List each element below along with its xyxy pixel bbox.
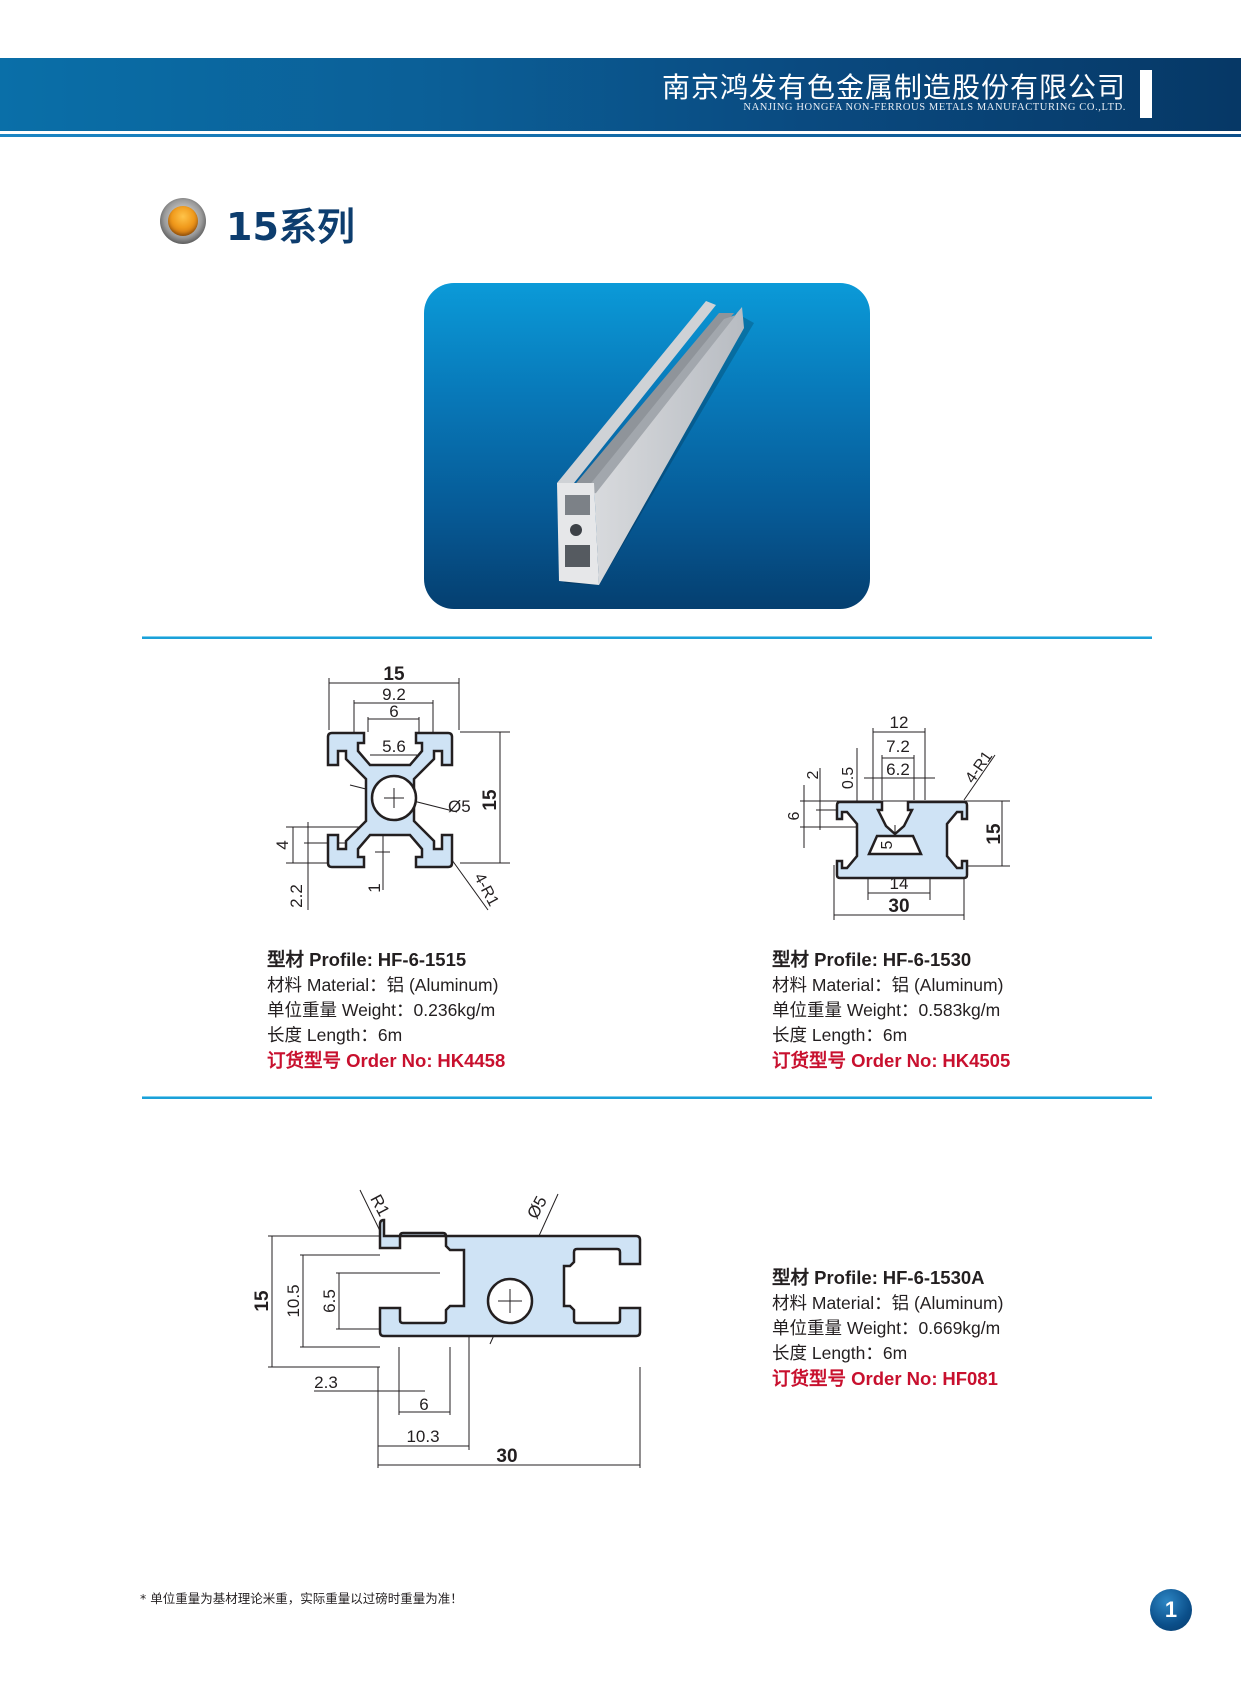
order-value: HK4458 bbox=[437, 1050, 506, 1071]
svg-text:7.2: 7.2 bbox=[886, 737, 910, 756]
section-divider bbox=[142, 636, 1152, 639]
company-name-en: NANJING HONGFA NON-FERROUS METALS MANUFA… bbox=[743, 102, 1126, 113]
svg-text:R1: R1 bbox=[366, 1191, 393, 1219]
spec-block-1530a: 型材 Profile: HF-6-1530A 材料 Material：铝 (Al… bbox=[772, 1265, 1003, 1392]
profile-value: HF-6-1530A bbox=[882, 1267, 985, 1288]
svg-text:6: 6 bbox=[786, 811, 803, 820]
order-label: 订货型号 Order No: bbox=[772, 1050, 938, 1071]
spec-block-1530: 型材 Profile: HF-6-1530 材料 Material：铝 (Alu… bbox=[772, 947, 1010, 1074]
material-value: 铝 (Aluminum) bbox=[891, 1293, 1004, 1313]
header-stripe-accent bbox=[0, 134, 1241, 137]
svg-text:5: 5 bbox=[879, 840, 896, 849]
svg-text:10.3: 10.3 bbox=[406, 1427, 439, 1446]
length-label: 长度 Length： bbox=[772, 1343, 883, 1363]
svg-text:4-R1: 4-R1 bbox=[470, 871, 501, 910]
length-label: 长度 Length： bbox=[267, 1025, 378, 1045]
page-number-badge: 1 bbox=[1150, 1589, 1192, 1631]
svg-text:10.5: 10.5 bbox=[284, 1284, 303, 1317]
profile-label: 型材 Profile: bbox=[267, 949, 373, 970]
svg-text:6: 6 bbox=[389, 702, 398, 721]
svg-text:6.5: 6.5 bbox=[320, 1289, 339, 1313]
length-value: 6m bbox=[882, 1343, 908, 1363]
svg-text:5.6: 5.6 bbox=[382, 737, 406, 756]
svg-text:15: 15 bbox=[984, 823, 1005, 845]
svg-text:4-R1: 4-R1 bbox=[962, 748, 996, 786]
profile-drawing-1515: 15 9.2 6 5.6 Ø5 15 4 2.2 1 4-R1 bbox=[273, 664, 510, 911]
svg-text:6: 6 bbox=[419, 1395, 428, 1414]
length-value: 6m bbox=[882, 1025, 908, 1045]
material-label: 材料 Material： bbox=[772, 975, 892, 995]
svg-text:Ø5: Ø5 bbox=[448, 797, 471, 816]
svg-text:4: 4 bbox=[273, 840, 292, 849]
orange-bullet-icon bbox=[160, 198, 206, 244]
svg-text:15: 15 bbox=[383, 664, 405, 685]
order-label: 订货型号 Order No: bbox=[772, 1368, 938, 1389]
profile-drawing-1530: 12 7.2 6.2 0.5 2 6 5 14 30 15 4-R1 bbox=[786, 713, 1010, 920]
header-band bbox=[0, 58, 1241, 131]
svg-text:2.2: 2.2 bbox=[287, 884, 306, 908]
series-title: 15系列 bbox=[226, 205, 355, 249]
profile-value: HF-6-1515 bbox=[377, 949, 467, 970]
weight-value: 0.583kg/m bbox=[918, 1000, 1001, 1020]
svg-text:12: 12 bbox=[890, 713, 909, 732]
order-value: HF081 bbox=[942, 1368, 998, 1389]
material-value: 铝 (Aluminum) bbox=[386, 975, 499, 995]
svg-text:14: 14 bbox=[890, 874, 909, 893]
weight-footnote: * 单位重量为基材理论米重，实际重量以过磅时重量为准！ bbox=[140, 1591, 463, 1606]
length-value: 6m bbox=[377, 1025, 403, 1045]
weight-label: 单位重量 Weight： bbox=[772, 1318, 919, 1338]
material-label: 材料 Material： bbox=[267, 975, 387, 995]
weight-value: 0.669kg/m bbox=[918, 1318, 1001, 1338]
profile-label: 型材 Profile: bbox=[772, 949, 878, 970]
profile-label: 型材 Profile: bbox=[772, 1267, 878, 1288]
profile-value: HF-6-1530 bbox=[882, 949, 972, 970]
svg-text:6.2: 6.2 bbox=[886, 760, 910, 779]
svg-text:Ø5: Ø5 bbox=[523, 1193, 550, 1222]
material-label: 材料 Material： bbox=[772, 1293, 892, 1313]
svg-text:30: 30 bbox=[888, 896, 909, 917]
weight-label: 单位重量 Weight： bbox=[772, 1000, 919, 1020]
svg-text:15: 15 bbox=[480, 789, 501, 811]
header-stripe bbox=[0, 131, 1241, 134]
header-bar-mark bbox=[1140, 70, 1152, 118]
company-name-cn: 南京鸿发有色金属制造股份有限公司 bbox=[661, 71, 1126, 104]
weight-label: 单位重量 Weight： bbox=[267, 1000, 414, 1020]
aluminum-profile-photo bbox=[424, 283, 870, 609]
order-label: 订货型号 Order No: bbox=[267, 1050, 433, 1071]
svg-text:2: 2 bbox=[805, 770, 822, 779]
svg-text:9.2: 9.2 bbox=[382, 685, 406, 704]
svg-text:15: 15 bbox=[252, 1290, 273, 1312]
svg-text:1: 1 bbox=[365, 883, 384, 892]
order-value: HK4505 bbox=[942, 1050, 1011, 1071]
svg-text:30: 30 bbox=[496, 1446, 517, 1467]
length-label: 长度 Length： bbox=[772, 1025, 883, 1045]
spec-block-1515: 型材 Profile: HF-6-1515 材料 Material：铝 (Alu… bbox=[267, 947, 505, 1074]
svg-text:0.5: 0.5 bbox=[840, 767, 857, 789]
section-divider bbox=[142, 1096, 1152, 1099]
svg-text:2.3: 2.3 bbox=[314, 1373, 338, 1392]
weight-value: 0.236kg/m bbox=[413, 1000, 496, 1020]
material-value: 铝 (Aluminum) bbox=[891, 975, 1004, 995]
profile-drawing-1530a: R1 Ø5 15 10.5 6.5 2.3 6 10.3 30 bbox=[252, 1189, 642, 1468]
